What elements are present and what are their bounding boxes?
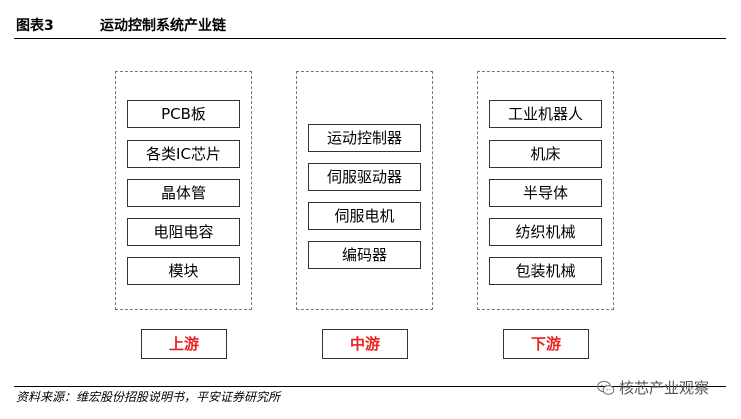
midstream-item-encoder: 编码器 xyxy=(308,241,421,269)
tier-label-upstream: 上游 xyxy=(141,329,227,359)
watermark: 核芯产业观察 xyxy=(597,377,709,398)
watermark-text: 核芯产业观察 xyxy=(619,379,710,397)
tier-label-midstream: 中游 xyxy=(322,329,408,359)
figure-title: 运动控制系统产业链 xyxy=(100,18,226,34)
midstream-item-servo-driver: 伺服驱动器 xyxy=(308,163,421,191)
upstream-item-ic: 各类IC芯片 xyxy=(127,140,240,168)
upstream-item-transistor: 晶体管 xyxy=(127,179,240,207)
figure-header: 图表3 运动控制系统产业链 xyxy=(14,12,726,39)
upstream-item-pcb: PCB板 xyxy=(127,100,240,128)
midstream-item-servo-motor: 伺服电机 xyxy=(308,202,421,230)
downstream-item-industrial-robot: 工业机器人 xyxy=(489,100,602,128)
upstream-item-module: 模块 xyxy=(127,257,240,285)
upstream-group: PCB板 各类IC芯片 晶体管 电阻电容 模块 xyxy=(115,71,252,310)
midstream-item-motion-controller: 运动控制器 xyxy=(308,124,421,152)
footer-divider xyxy=(14,386,726,387)
figure-number: 图表3 xyxy=(16,18,54,34)
downstream-item-machine-tool: 机床 xyxy=(489,140,602,168)
downstream-item-packaging-machinery: 包装机械 xyxy=(489,257,602,285)
source-note: 资料来源：维宏股份招股说明书，平安证券研究所 xyxy=(16,390,281,404)
midstream-group: 运动控制器 伺服驱动器 伺服电机 编码器 xyxy=(296,71,433,310)
downstream-group: 工业机器人 机床 半导体 纺织机械 包装机械 xyxy=(477,71,614,310)
wechat-icon xyxy=(597,380,615,395)
downstream-item-semiconductor: 半导体 xyxy=(489,179,602,207)
downstream-item-textile-machinery: 纺织机械 xyxy=(489,218,602,246)
upstream-item-resistor-capacitor: 电阻电容 xyxy=(127,218,240,246)
tier-label-downstream: 下游 xyxy=(503,329,589,359)
